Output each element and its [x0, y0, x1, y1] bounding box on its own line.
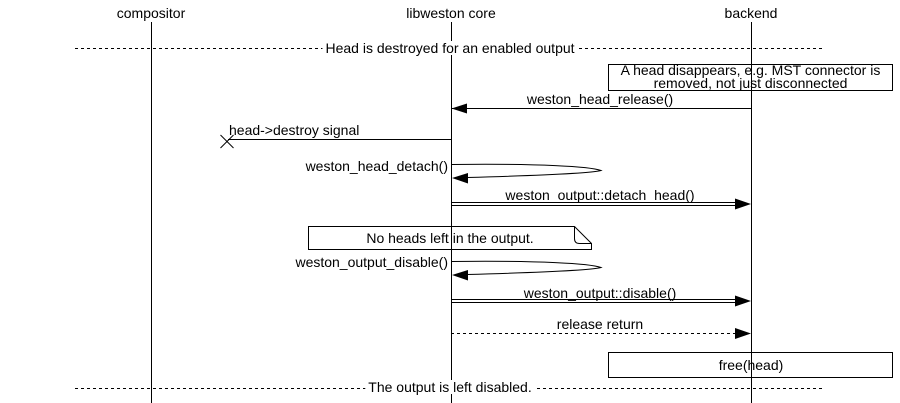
- message-label-destroy-signal: head->destroy signal: [229, 122, 360, 138]
- entity-label-compositor: compositor: [116, 5, 186, 21]
- note-mst: A head disappears, e.g. MST connector is…: [608, 62, 893, 91]
- arrowhead-left-icon: [451, 103, 467, 114]
- arrowhead-right-icon: [735, 198, 751, 210]
- note-no-heads-text: No heads left in the output.: [366, 230, 534, 246]
- note-box-mst: [608, 64, 893, 91]
- message-label-detach-head: weston_output::detach_head(): [505, 187, 695, 203]
- arrowhead-right-icon: [735, 328, 751, 339]
- divider-label-bottom: The output is left disabled.: [365, 380, 535, 394]
- divider-label-top: Head is destroyed for an enabled output: [322, 41, 578, 55]
- message-label-output-disable: weston_output_disable(): [295, 254, 448, 270]
- lost-message-x-icon: [220, 134, 234, 149]
- message-label-release-return: release return: [556, 316, 644, 332]
- entity-label-libweston-core: libweston core: [406, 5, 496, 21]
- message-line-disable: [451, 299, 736, 303]
- note-fold-icon: [574, 226, 592, 244]
- action-box-free-head: [608, 352, 893, 378]
- arrowhead-right-icon: [735, 295, 751, 307]
- message-label-disable: weston_output::disable(): [523, 285, 677, 301]
- message-label-head-release: weston_head_release(): [526, 91, 674, 107]
- note-box-no-heads: [308, 226, 592, 250]
- arrowhead-left-icon: [452, 173, 468, 184]
- self-arrow-output-disable: [451, 260, 603, 275]
- message-line-detach-head: [451, 202, 736, 206]
- action-free-head-text: free(head): [718, 357, 784, 373]
- arrowhead-left-icon: [452, 270, 468, 281]
- note-mst-line2: removed, not just disconnected: [653, 75, 848, 91]
- self-arrow-head-detach: [451, 163, 603, 178]
- note-mst-line1: A head disappears, e.g. MST connector is: [620, 62, 881, 78]
- entity-label-backend: backend: [724, 5, 778, 21]
- message-label-head-detach: weston_head_detach(): [305, 158, 448, 174]
